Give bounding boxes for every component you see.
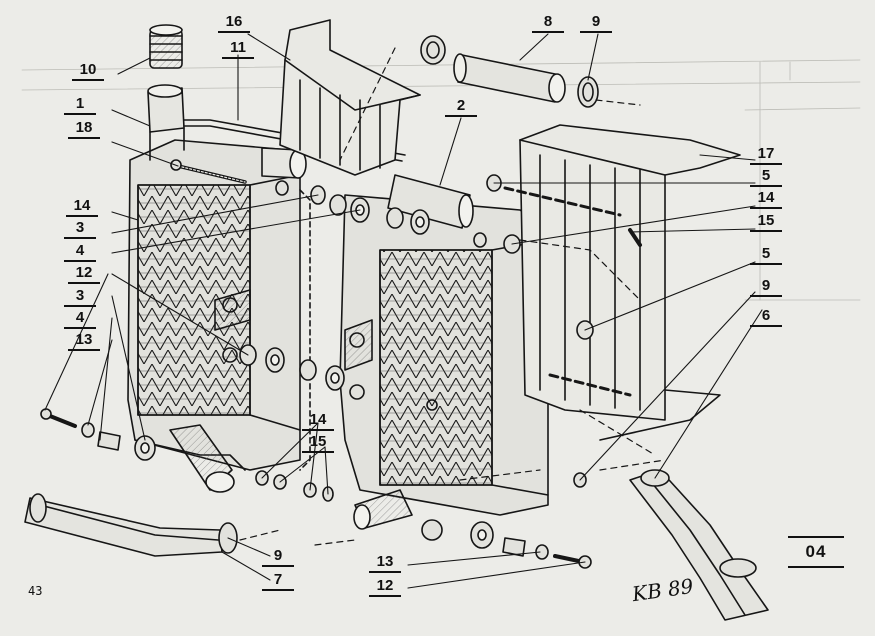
callout-4-left-lower: 4 bbox=[60, 310, 100, 329]
callout-5-right-lower: 5 bbox=[746, 246, 786, 265]
callout-13-left: 13 bbox=[64, 332, 104, 351]
callout-14-right: 14 bbox=[746, 190, 786, 209]
callout-2: 2 bbox=[441, 98, 481, 117]
right-radiator bbox=[339, 194, 549, 516]
callout-9-top: 9 bbox=[576, 14, 616, 33]
callout-11: 11 bbox=[218, 40, 258, 59]
callout-12-left: 12 bbox=[64, 265, 104, 284]
hose-clamp-top bbox=[420, 35, 446, 65]
side-shroud bbox=[519, 124, 741, 441]
callout-15-right: 15 bbox=[746, 213, 786, 232]
callout-16: 16 bbox=[214, 14, 254, 33]
callout-12-bottom: 12 bbox=[365, 578, 405, 597]
callout-5-right-upper: 5 bbox=[746, 168, 786, 187]
long-bolt bbox=[170, 159, 247, 184]
callout-18: 18 bbox=[64, 120, 104, 139]
inlet-sleeve bbox=[261, 147, 307, 179]
lower-outlet-stub bbox=[353, 489, 443, 541]
left-lower-elbow bbox=[169, 424, 235, 493]
callout-9-bottom-left: 9 bbox=[258, 548, 298, 567]
callout-4-left-upper: 4 bbox=[60, 243, 100, 262]
center-washers bbox=[255, 470, 334, 502]
callout-3-left-lower: 3 bbox=[60, 288, 100, 307]
left-radiator bbox=[127, 139, 301, 471]
callout-1: 1 bbox=[60, 96, 100, 115]
leader-lines bbox=[44, 33, 763, 589]
connecting-hose bbox=[453, 53, 566, 103]
filler-neck bbox=[147, 84, 185, 161]
callout-14-left: 14 bbox=[62, 198, 102, 217]
upper-hose-stub bbox=[387, 174, 474, 229]
callout-7: 7 bbox=[258, 572, 298, 591]
callout-17: 17 bbox=[746, 146, 786, 165]
callout-3-left-upper: 3 bbox=[60, 220, 100, 239]
diagram-id: 04 bbox=[788, 536, 844, 568]
callout-9-right: 9 bbox=[746, 278, 786, 297]
upper-shroud bbox=[279, 19, 421, 471]
right-bolt-set bbox=[470, 521, 592, 569]
filler-cap bbox=[149, 24, 183, 69]
page-number: 43 bbox=[28, 584, 43, 598]
assembly-lines bbox=[239, 47, 666, 546]
callout-14-center: 14 bbox=[298, 412, 338, 431]
callout-13-bottom: 13 bbox=[365, 554, 405, 573]
callout-6: 6 bbox=[746, 308, 786, 327]
callout-15-center: 15 bbox=[298, 434, 338, 453]
callout-10: 10 bbox=[68, 62, 108, 81]
callout-8: 8 bbox=[528, 14, 568, 33]
hose-clamp-right bbox=[577, 76, 599, 108]
lower-hose-left bbox=[24, 493, 238, 557]
